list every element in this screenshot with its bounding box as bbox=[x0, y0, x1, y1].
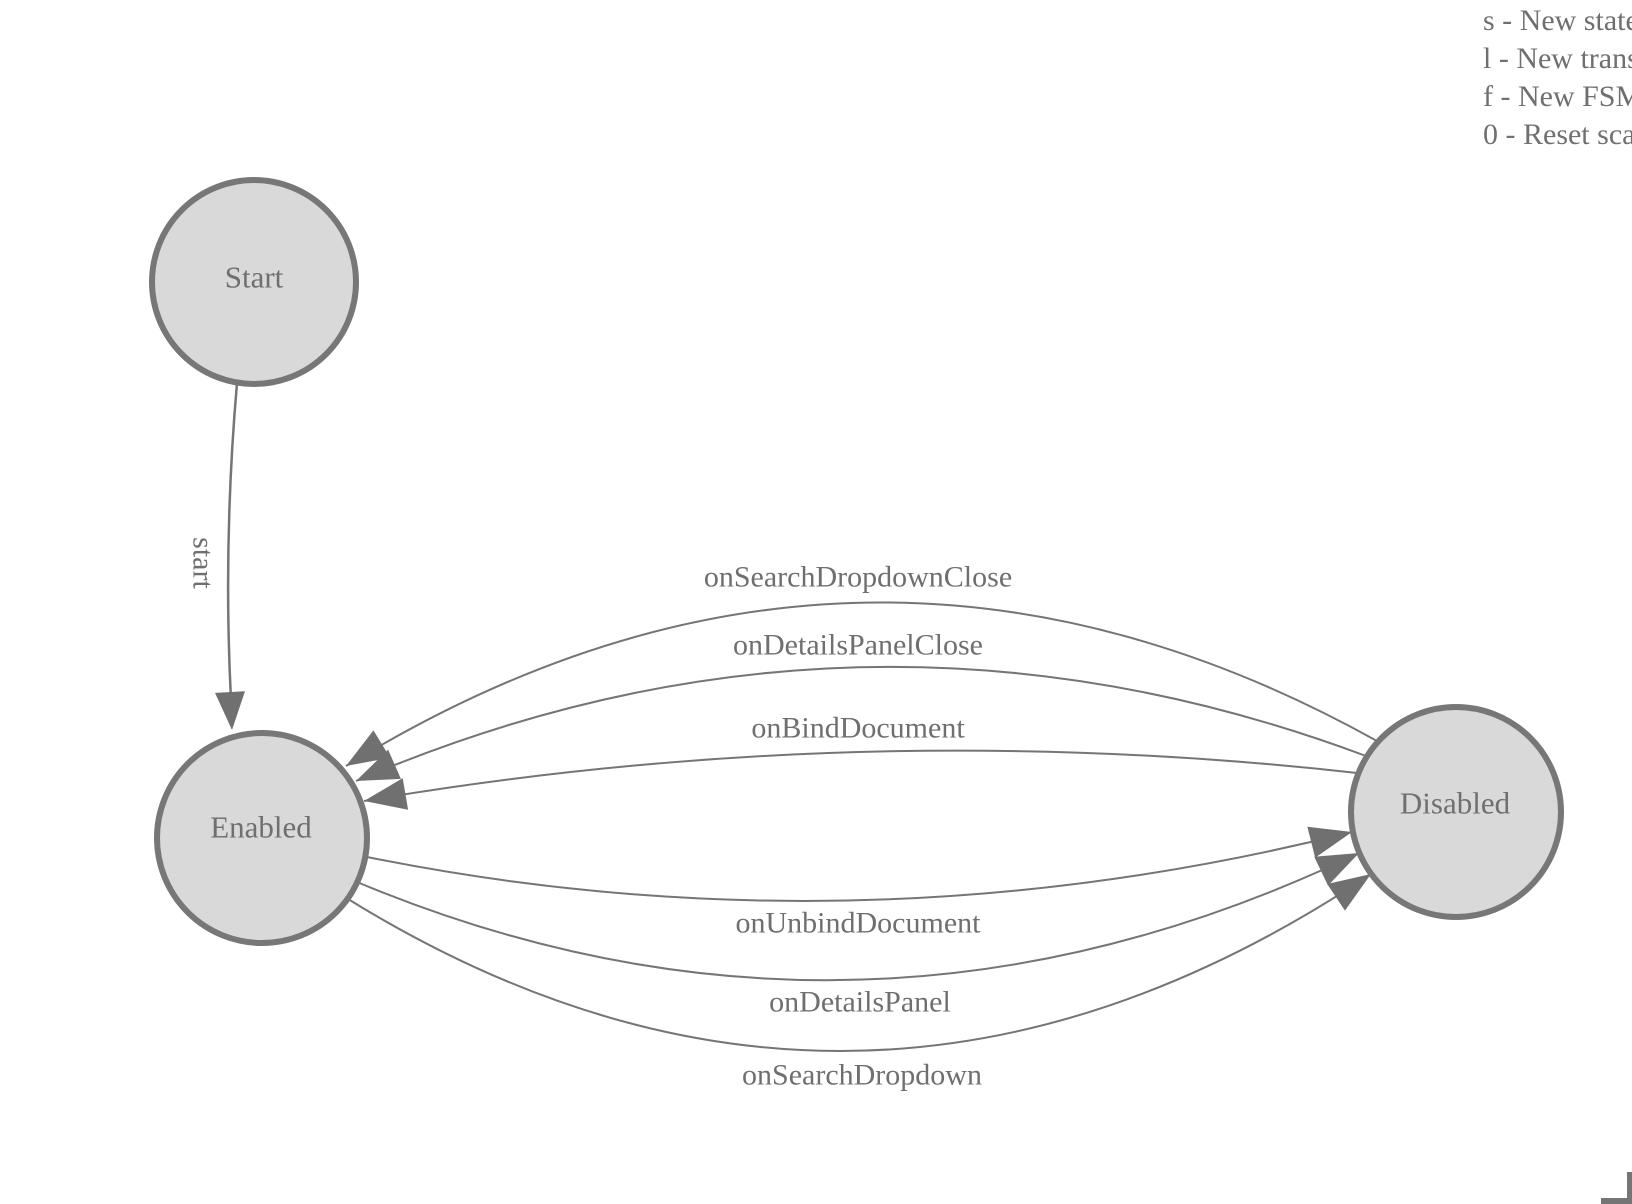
transition-onSearchDropdownClose-line[interactable] bbox=[345, 601, 1378, 767]
transition-start[interactable]: start bbox=[187, 382, 247, 731]
transition-label-onDetailsPanel[interactable]: onDetailsPanel bbox=[769, 986, 951, 1019]
transition-onSearchDropdown[interactable]: onSearchDropdown bbox=[347, 861, 1380, 1092]
transition-onSearchDropdownClose[interactable]: onSearchDropdownClose bbox=[338, 561, 1378, 780]
transition-label-onDetailsPanelClose[interactable]: onDetailsPanelClose bbox=[733, 629, 983, 662]
transition-label-onSearchDropdown[interactable]: onSearchDropdown bbox=[742, 1059, 982, 1092]
transition-onBindDocument-line[interactable] bbox=[363, 749, 1358, 802]
arrowhead-into-enabled bbox=[364, 778, 409, 810]
transition-onDetailsPanel-line[interactable] bbox=[356, 852, 1360, 982]
corner-bracket-vertical bbox=[1627, 1172, 1632, 1204]
transition-label-onBindDocument[interactable]: onBindDocument bbox=[751, 712, 965, 745]
shortcut-legend: s - New state l - New transition f - New… bbox=[1483, 2, 1632, 154]
arrowhead-into-disabled bbox=[1314, 853, 1359, 886]
transition-onUnbindDocument-line[interactable] bbox=[366, 831, 1353, 902]
transition-label-onUnbindDocument[interactable]: onUnbindDocument bbox=[736, 907, 982, 940]
state-enabled-circle[interactable] bbox=[154, 730, 370, 946]
legend-item-new-state: s - New state bbox=[1483, 4, 1632, 37]
legend-item-reset-scale: 0 - Reset scale bbox=[1483, 118, 1632, 151]
transition-label-start[interactable]: start bbox=[187, 537, 220, 589]
arrowhead-into-enabled bbox=[215, 691, 245, 730]
arrowhead-into-enabled bbox=[356, 749, 401, 781]
transition-onDetailsPanel[interactable]: onDetailsPanel bbox=[356, 839, 1366, 1019]
state-enabled[interactable]: Enabled bbox=[154, 730, 370, 946]
arrowhead-into-disabled bbox=[1307, 826, 1352, 858]
corner-bracket-horizontal bbox=[1601, 1198, 1632, 1204]
state-disabled[interactable]: Disabled bbox=[1348, 704, 1564, 920]
transition-onSearchDropdown-line[interactable] bbox=[347, 873, 1372, 1052]
transition-onDetailsPanelClose[interactable]: onDetailsPanelClose bbox=[350, 629, 1367, 796]
legend-item-new-fsm: f - New FSM bbox=[1483, 80, 1632, 113]
state-start-circle[interactable] bbox=[149, 177, 359, 387]
transition-onUnbindDocument[interactable]: onUnbindDocument bbox=[366, 816, 1356, 940]
legend-item-new-transition: l - New transition bbox=[1483, 42, 1632, 75]
transition-label-onSearchDropdownClose[interactable]: onSearchDropdownClose bbox=[704, 561, 1012, 594]
transition-start-line[interactable] bbox=[226, 382, 239, 701]
state-start[interactable]: Start bbox=[149, 177, 359, 387]
arrowhead-into-enabled bbox=[346, 730, 391, 766]
state-start-label: Start bbox=[225, 260, 284, 295]
transition-onBindDocument[interactable]: onBindDocument bbox=[361, 712, 1358, 817]
state-enabled-label: Enabled bbox=[210, 810, 312, 845]
transition-onDetailsPanelClose-line[interactable] bbox=[355, 665, 1367, 782]
state-disabled-label: Disabled bbox=[1400, 786, 1511, 821]
arrowhead-into-disabled bbox=[1327, 874, 1371, 911]
state-disabled-circle[interactable] bbox=[1348, 704, 1564, 920]
